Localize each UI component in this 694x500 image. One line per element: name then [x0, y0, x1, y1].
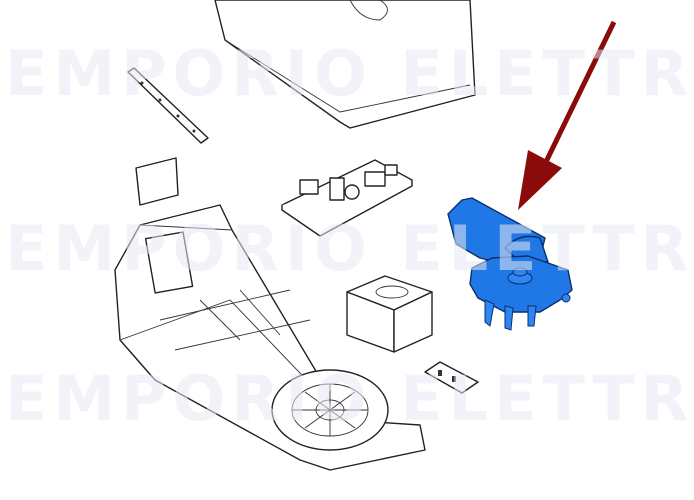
cover-plate [135, 157, 179, 206]
mounting-bracket [127, 67, 209, 144]
watermark-text: EMPORIO ELETTRICO [5, 212, 694, 285]
watermark-text: EMPORIO ELETTRICO [5, 37, 694, 110]
gearmotor [447, 197, 573, 331]
transformer [346, 275, 433, 353]
base-housing [114, 204, 426, 471]
watermark: EMPORIO ELETTRICO EMPORIO ELETTRICO EMPO… [5, 37, 694, 435]
terminal-block [424, 361, 479, 394]
highlight-arrow [518, 20, 617, 210]
control-board [281, 159, 413, 237]
top-cover [214, 0, 476, 129]
watermark-text: EMPORIO ELETTRICO [5, 362, 694, 435]
